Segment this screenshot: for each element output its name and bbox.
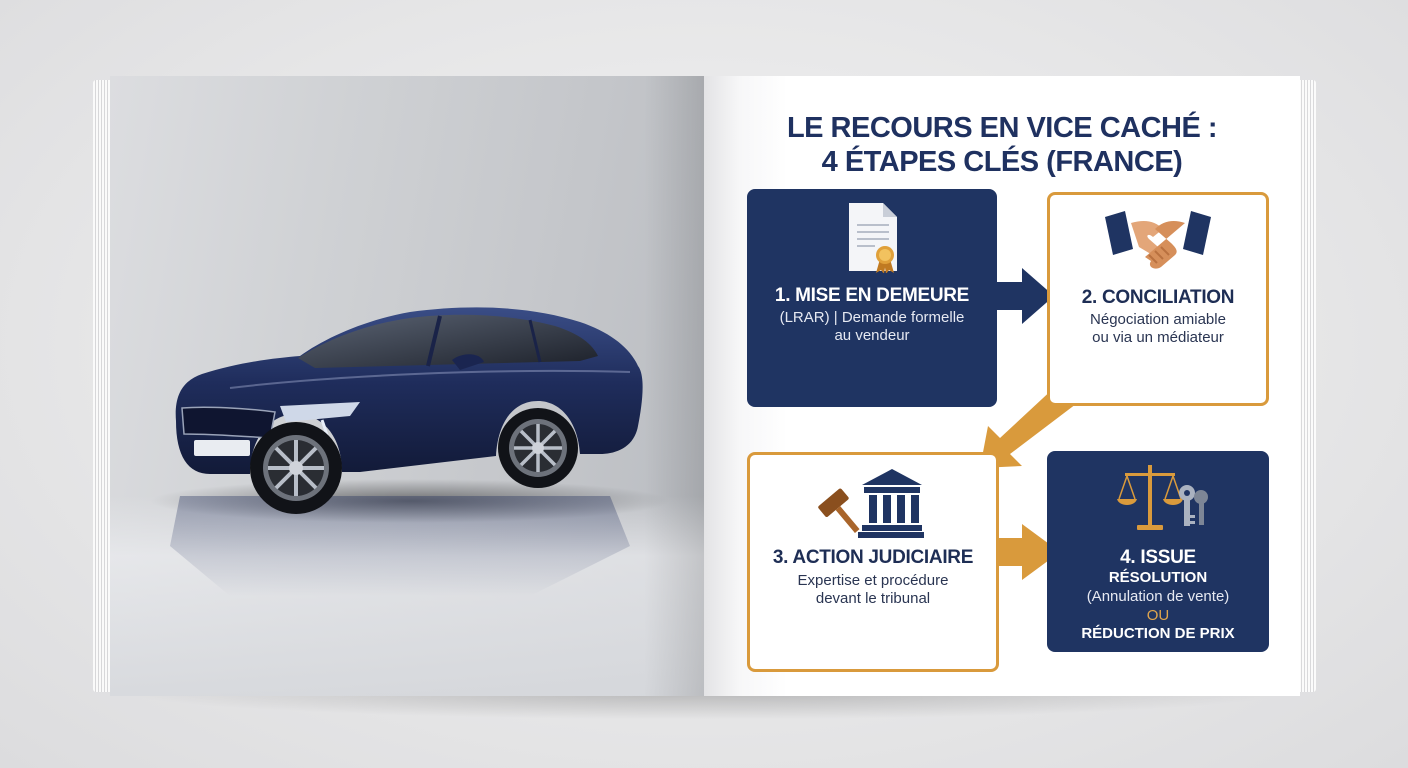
step-4-line-ou: OU xyxy=(1146,607,1170,624)
rear-wheel xyxy=(498,408,578,488)
step-4-line-resolution: RÉSOLUTION xyxy=(1108,569,1208,586)
arrow-step1-to-step2 xyxy=(994,268,1054,324)
scales-keys-icon xyxy=(1117,465,1208,530)
step-1-desc-line1: (LRAR) | Demande formelle xyxy=(779,309,965,326)
certificate-document-icon xyxy=(849,203,897,273)
license-plate xyxy=(194,440,250,456)
step-1-card: 1. MISE EN DEMEURE (LRAR) | Demande form… xyxy=(747,189,997,407)
infographic-title-line1: LE RECOURS EN VICE CACHÉ : xyxy=(786,112,1218,144)
infographic-title-line2: 4 ÉTAPES CLÉS (FRANCE) xyxy=(821,146,1183,178)
front-wheel xyxy=(250,422,342,514)
step-1-heading: 1. MISE EN DEMEURE xyxy=(774,285,970,306)
car-grille xyxy=(181,406,276,439)
gavel-courthouse-icon xyxy=(818,469,924,538)
left-page-edges xyxy=(93,80,113,692)
step-4-line-annulation: (Annulation de vente) xyxy=(1086,588,1230,605)
step-4-heading: 4. ISSUE xyxy=(1120,547,1196,568)
step-2-card: 2. CONCILIATION Négociation amiable ou v… xyxy=(1047,192,1269,406)
step-2-desc-line1: Négociation amiable xyxy=(1090,311,1226,328)
step-1-desc-line2: au vendeur xyxy=(834,327,910,344)
step-4-card: 4. ISSUE RÉSOLUTION (Annulation de vente… xyxy=(1047,451,1269,652)
arrow-step3-to-step4 xyxy=(994,524,1060,580)
step-2-desc-line2: ou via un médiateur xyxy=(1092,329,1224,346)
left-page xyxy=(110,76,704,696)
arrow-step2-to-step3 xyxy=(980,386,1076,468)
handshake-icon xyxy=(1105,211,1211,269)
step-3-desc-line2: devant le tribunal xyxy=(815,590,931,607)
flow-arrows xyxy=(980,268,1076,580)
step-3-heading: 3. ACTION JUDICIAIRE xyxy=(772,547,974,568)
step-3-desc-line1: Expertise et procédure xyxy=(797,572,949,589)
right-page: LE RECOURS EN VICE CACHÉ : 4 ÉTAPES CLÉS… xyxy=(704,76,1300,696)
car-illustration xyxy=(150,307,670,596)
car-windows xyxy=(298,314,598,368)
right-page-edges xyxy=(1298,80,1316,692)
step-3-card: 3. ACTION JUDICIAIRE Expertise et procéd… xyxy=(747,452,999,672)
page-spine-shade xyxy=(644,76,704,696)
step-4-line-reduction: RÉDUCTION DE PRIX xyxy=(1081,625,1235,642)
car-headlight xyxy=(280,402,360,422)
step-2-heading: 2. CONCILIATION xyxy=(1081,287,1235,308)
car-reflection xyxy=(170,496,630,596)
